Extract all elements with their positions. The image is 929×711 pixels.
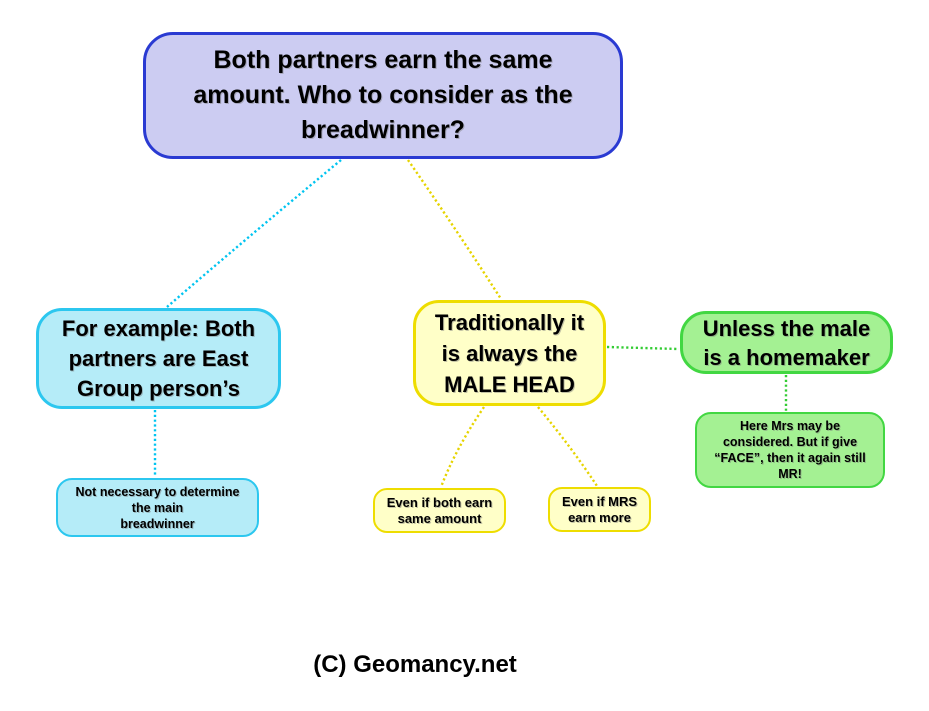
node-east-group-example-label: For example: Both partners are East Grou…	[61, 315, 256, 401]
copyright-text: (C) Geomancy.net	[313, 651, 517, 678]
node-not-necessary-label: Not necessary to determine the main brea…	[75, 484, 240, 531]
node-even-both-earn-same-label: Even if both earn same amount	[386, 494, 493, 526]
node-breadwinner-question-label: Both partners earn the same amount. Who …	[193, 46, 573, 144]
node-traditionally-male-head-label: Traditionally it is always the MALE HEAD	[434, 309, 585, 397]
node-here-mrs-considered-label: Here Mrs may be considered. But if give …	[714, 419, 866, 481]
node-breadwinner-question: Both partners earn the same amount. Who …	[143, 32, 623, 159]
connector-traditionally-to-even-mrs	[537, 406, 599, 487]
node-unless-male-homemaker: Unless the male is a homemaker	[680, 311, 893, 374]
node-east-group-example: For example: Both partners are East Grou…	[36, 308, 281, 409]
connector-root-to-example	[166, 159, 342, 308]
node-not-necessary: Not necessary to determine the main brea…	[56, 478, 259, 537]
connector-root-to-traditionally	[407, 159, 503, 300]
node-even-mrs-earn-more: Even if MRS earn more	[548, 487, 651, 532]
node-unless-male-homemaker-label: Unless the male is a homemaker	[702, 315, 871, 370]
node-traditionally-male-head: Traditionally it is always the MALE HEAD	[413, 300, 606, 406]
node-even-mrs-earn-more-label: Even if MRS earn more	[561, 493, 638, 525]
connector-traditionally-to-even-both	[439, 406, 485, 488]
node-even-both-earn-same: Even if both earn same amount	[373, 488, 506, 533]
node-here-mrs-considered: Here Mrs may be considered. But if give …	[695, 412, 885, 488]
connector-traditionally-to-unless	[606, 345, 680, 351]
